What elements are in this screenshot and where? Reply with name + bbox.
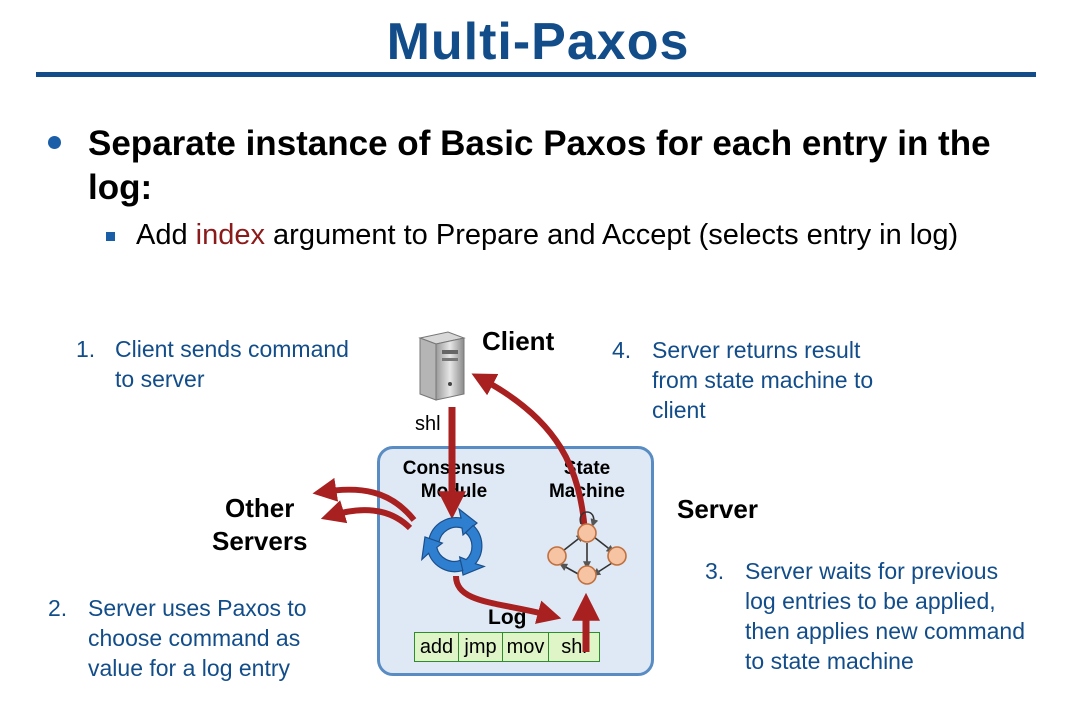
bullet-marker [48, 136, 61, 149]
sub-text-before: Add [136, 219, 196, 251]
log-entry: shl [561, 636, 587, 658]
note-1-line-1: Client sends command [115, 336, 349, 362]
server-label: Server [677, 494, 758, 524]
note-3-number: 3. [705, 558, 725, 584]
note-1-line-2: to server [115, 366, 205, 392]
computer-tower-icon [418, 331, 466, 401]
note-1-number: 1. [76, 336, 96, 362]
note-2-number: 2. [48, 595, 68, 621]
state-graph-icon [547, 511, 627, 585]
arrow-consensus-to-log [453, 575, 562, 624]
note-3-line-2: log entries to be applied, [745, 588, 996, 614]
note-2-line-1: Server uses Paxos to [88, 595, 307, 621]
bullet-main-text: Separate instance of Basic Paxos for eac… [88, 124, 991, 207]
client-label: Client [482, 326, 555, 356]
note-2-line-3: value for a log entry [88, 655, 291, 681]
note-4-line-2: from state machine to [652, 367, 874, 393]
log-entry: mov [503, 633, 549, 661]
log-entry: jmp [459, 633, 503, 661]
state-machine-line-2: Machine [548, 481, 626, 502]
page-title: Multi-Paxos [386, 13, 690, 71]
other-servers-line-1: Other [225, 493, 295, 523]
sub-bullet-text: Add index argument to Prepare and Accept… [136, 219, 958, 252]
arrow-to-other-servers-2 [320, 500, 413, 531]
note-3-line-1: Server waits for previous [745, 558, 999, 584]
arrow-to-other-servers-1 [312, 477, 417, 522]
note-4-line-1: Server returns result [652, 337, 861, 363]
command-tag: shl [415, 413, 441, 435]
other-servers-line-2: Servers [212, 526, 308, 556]
title-underline [36, 72, 1036, 77]
circular-arrows-icon [421, 507, 486, 576]
arrow-state-machine-to-client [471, 373, 588, 533]
note-4-line-3: client [652, 397, 706, 423]
note-4-number: 4. [612, 337, 632, 363]
log-entry: add [415, 633, 459, 661]
note-3-line-4: to state machine [745, 648, 914, 674]
other-servers-label: Other Servers [212, 492, 307, 558]
note-2-line-2: choose command as [88, 625, 301, 651]
log-label: Log [488, 606, 527, 629]
sub-bullet-marker [106, 232, 115, 241]
sub-text-highlight: index [195, 219, 265, 251]
sub-text-after: argument to Prepare and Accept (selects … [265, 219, 959, 251]
note-3-line-3: then applies new command [745, 618, 1025, 644]
log-entries: add jmp mov shl [414, 632, 600, 662]
